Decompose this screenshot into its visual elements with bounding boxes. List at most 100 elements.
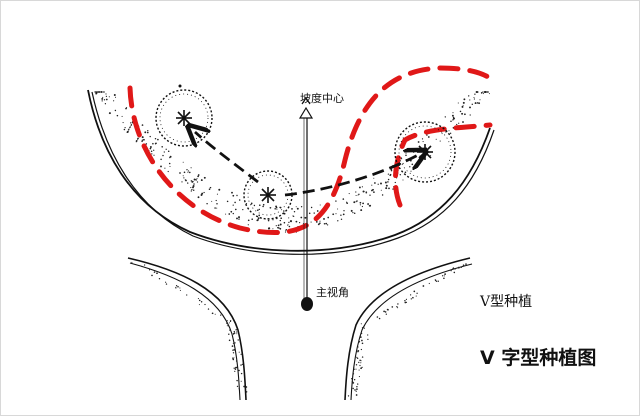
stipple-dot — [238, 351, 240, 353]
stipple-dot — [428, 282, 430, 285]
stipple-dot — [327, 216, 330, 219]
stipple-dot — [226, 325, 228, 327]
stipple-dot — [430, 154, 432, 157]
stipple-dot — [232, 204, 234, 206]
stipple-dot — [404, 300, 406, 302]
stipple-dot — [187, 170, 190, 172]
stipple-dot — [402, 179, 404, 181]
stipple-dot — [190, 180, 193, 182]
stipple-dot — [480, 92, 483, 94]
stipple-dot — [211, 200, 213, 202]
stipple-dot — [362, 202, 364, 205]
stipple-dot — [315, 221, 318, 223]
stipple-dot — [197, 174, 200, 176]
stipple-dot — [319, 204, 321, 206]
stipple-dot — [355, 368, 357, 370]
stipple-dot — [471, 103, 474, 106]
stipple-dot — [462, 121, 464, 123]
stipple-dot — [256, 209, 259, 212]
stipple-dot — [144, 131, 147, 134]
stipple-dot — [358, 186, 361, 189]
stipple-dot — [228, 333, 230, 336]
stipple-dot — [95, 92, 98, 95]
stipple-dot — [190, 167, 192, 169]
stipple-dot — [464, 113, 466, 116]
stipple-dot — [387, 178, 390, 181]
stipple-dot — [362, 190, 365, 193]
stipple-dot — [413, 290, 416, 293]
stipple-dot — [462, 101, 465, 104]
stipple-dot — [288, 221, 290, 224]
stipple-dot — [208, 188, 211, 190]
stipple-dot — [353, 212, 356, 214]
stipple-dot — [250, 202, 253, 205]
stipple-dot — [267, 219, 270, 222]
stipple-dot — [236, 194, 238, 197]
stipple-dot — [402, 162, 404, 165]
stipple-dot — [162, 154, 164, 157]
stipple-dot — [416, 292, 418, 294]
stipple-dot — [396, 306, 398, 308]
stipple-dot — [232, 358, 235, 360]
stipple-dot — [371, 189, 373, 192]
stipple-dot — [373, 191, 375, 193]
stipple-dot — [175, 285, 178, 287]
stipple-dot — [187, 171, 189, 173]
stipple-dot — [355, 364, 358, 366]
stipple-dot — [353, 378, 356, 381]
curb-left-inner — [129, 262, 241, 401]
stipple-dot — [146, 131, 149, 134]
bed-stipple — [94, 91, 490, 233]
stipple-dot — [231, 345, 234, 347]
stipple-dot — [357, 194, 359, 196]
stipple-dot — [230, 210, 233, 213]
curb-left-outer — [127, 257, 247, 401]
stipple-dot — [291, 208, 293, 210]
stipple-dot — [129, 126, 131, 128]
stipple-dot — [360, 209, 363, 212]
stipple-dot — [114, 109, 117, 112]
stipple-dot — [453, 271, 456, 274]
stipple-dot — [234, 342, 236, 344]
stipple-dot — [357, 383, 359, 385]
stipple-dot — [228, 213, 231, 215]
bed-outer-edge — [87, 89, 491, 252]
stipple-dot — [142, 138, 145, 141]
stipple-dot — [102, 96, 104, 98]
stipple-dot — [97, 91, 99, 93]
stipple-dot — [232, 212, 234, 215]
stipple-dot — [108, 112, 111, 115]
stipple-dot — [195, 179, 197, 181]
stipple-dot — [389, 173, 392, 176]
stipple-dot — [272, 219, 274, 221]
stipple-dot — [126, 130, 129, 133]
stipple-dot — [340, 214, 342, 216]
stipple-dot — [186, 294, 188, 296]
stipple-dot — [169, 156, 171, 159]
stipple-dot — [169, 165, 171, 168]
stipple-dot — [236, 331, 238, 333]
stipple-dot — [236, 217, 238, 220]
stipple-dot — [102, 91, 104, 93]
stipple-dot — [105, 98, 108, 101]
stipple-dot — [463, 98, 466, 101]
stipple-dot — [474, 93, 476, 95]
stipple-dot — [274, 208, 276, 210]
stipple-dot — [234, 201, 236, 204]
stipple-dot — [148, 269, 151, 271]
stipple-dot — [240, 353, 242, 355]
stipple-dot — [236, 385, 239, 388]
stipple-dot — [236, 379, 238, 382]
stipple-dot — [355, 390, 357, 392]
stipple-dot — [233, 357, 235, 359]
stipple-dot — [359, 336, 362, 338]
stipple-dot — [156, 272, 158, 275]
stipple-dot — [443, 275, 445, 277]
stipple-dot — [353, 367, 355, 369]
stipple-dot — [452, 268, 454, 270]
stipple-dot — [363, 327, 366, 329]
stipple-dot — [200, 179, 203, 182]
stipple-dot — [278, 227, 280, 229]
stipple-dot — [335, 213, 337, 215]
